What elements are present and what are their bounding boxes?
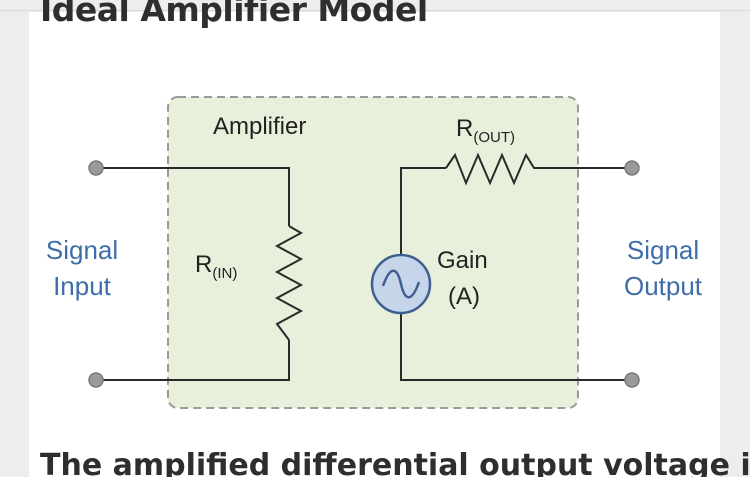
terminals (88, 160, 640, 388)
signal-input-label-line1: Signal (46, 235, 118, 265)
signal-output-label-line1: Signal (627, 235, 699, 265)
top-divider (0, 10, 750, 11)
wires (96, 152, 632, 381)
signal-input-label-line2: Input (53, 271, 112, 301)
terminal-output-top (624, 160, 640, 176)
r-out-resistor (445, 152, 540, 186)
r-out-label: R(OUT) (456, 115, 515, 146)
output-bottom-wire (400, 313, 632, 381)
gain-symbol-label: (A) (448, 283, 480, 310)
body-paragraph: The amplified differential output voltag… (40, 448, 750, 477)
amplifier-box (167, 96, 579, 409)
output-top-wire (400, 167, 446, 255)
input-top-wire (96, 167, 290, 226)
terminal-input-top (88, 160, 104, 176)
r-in-resistor (274, 225, 304, 341)
amplifier-label: Amplifier (213, 113, 306, 140)
r-in-label: R(IN) (195, 251, 237, 282)
terminal-input-bottom (88, 372, 104, 388)
page-title: Ideal Amplifier Model (40, 0, 428, 29)
gain-label: Gain (437, 247, 488, 274)
signal-output-label-line2: Output (624, 271, 703, 301)
ac-source-icon (370, 253, 432, 315)
input-bottom-wire (96, 340, 290, 381)
terminal-output-bottom (624, 372, 640, 388)
